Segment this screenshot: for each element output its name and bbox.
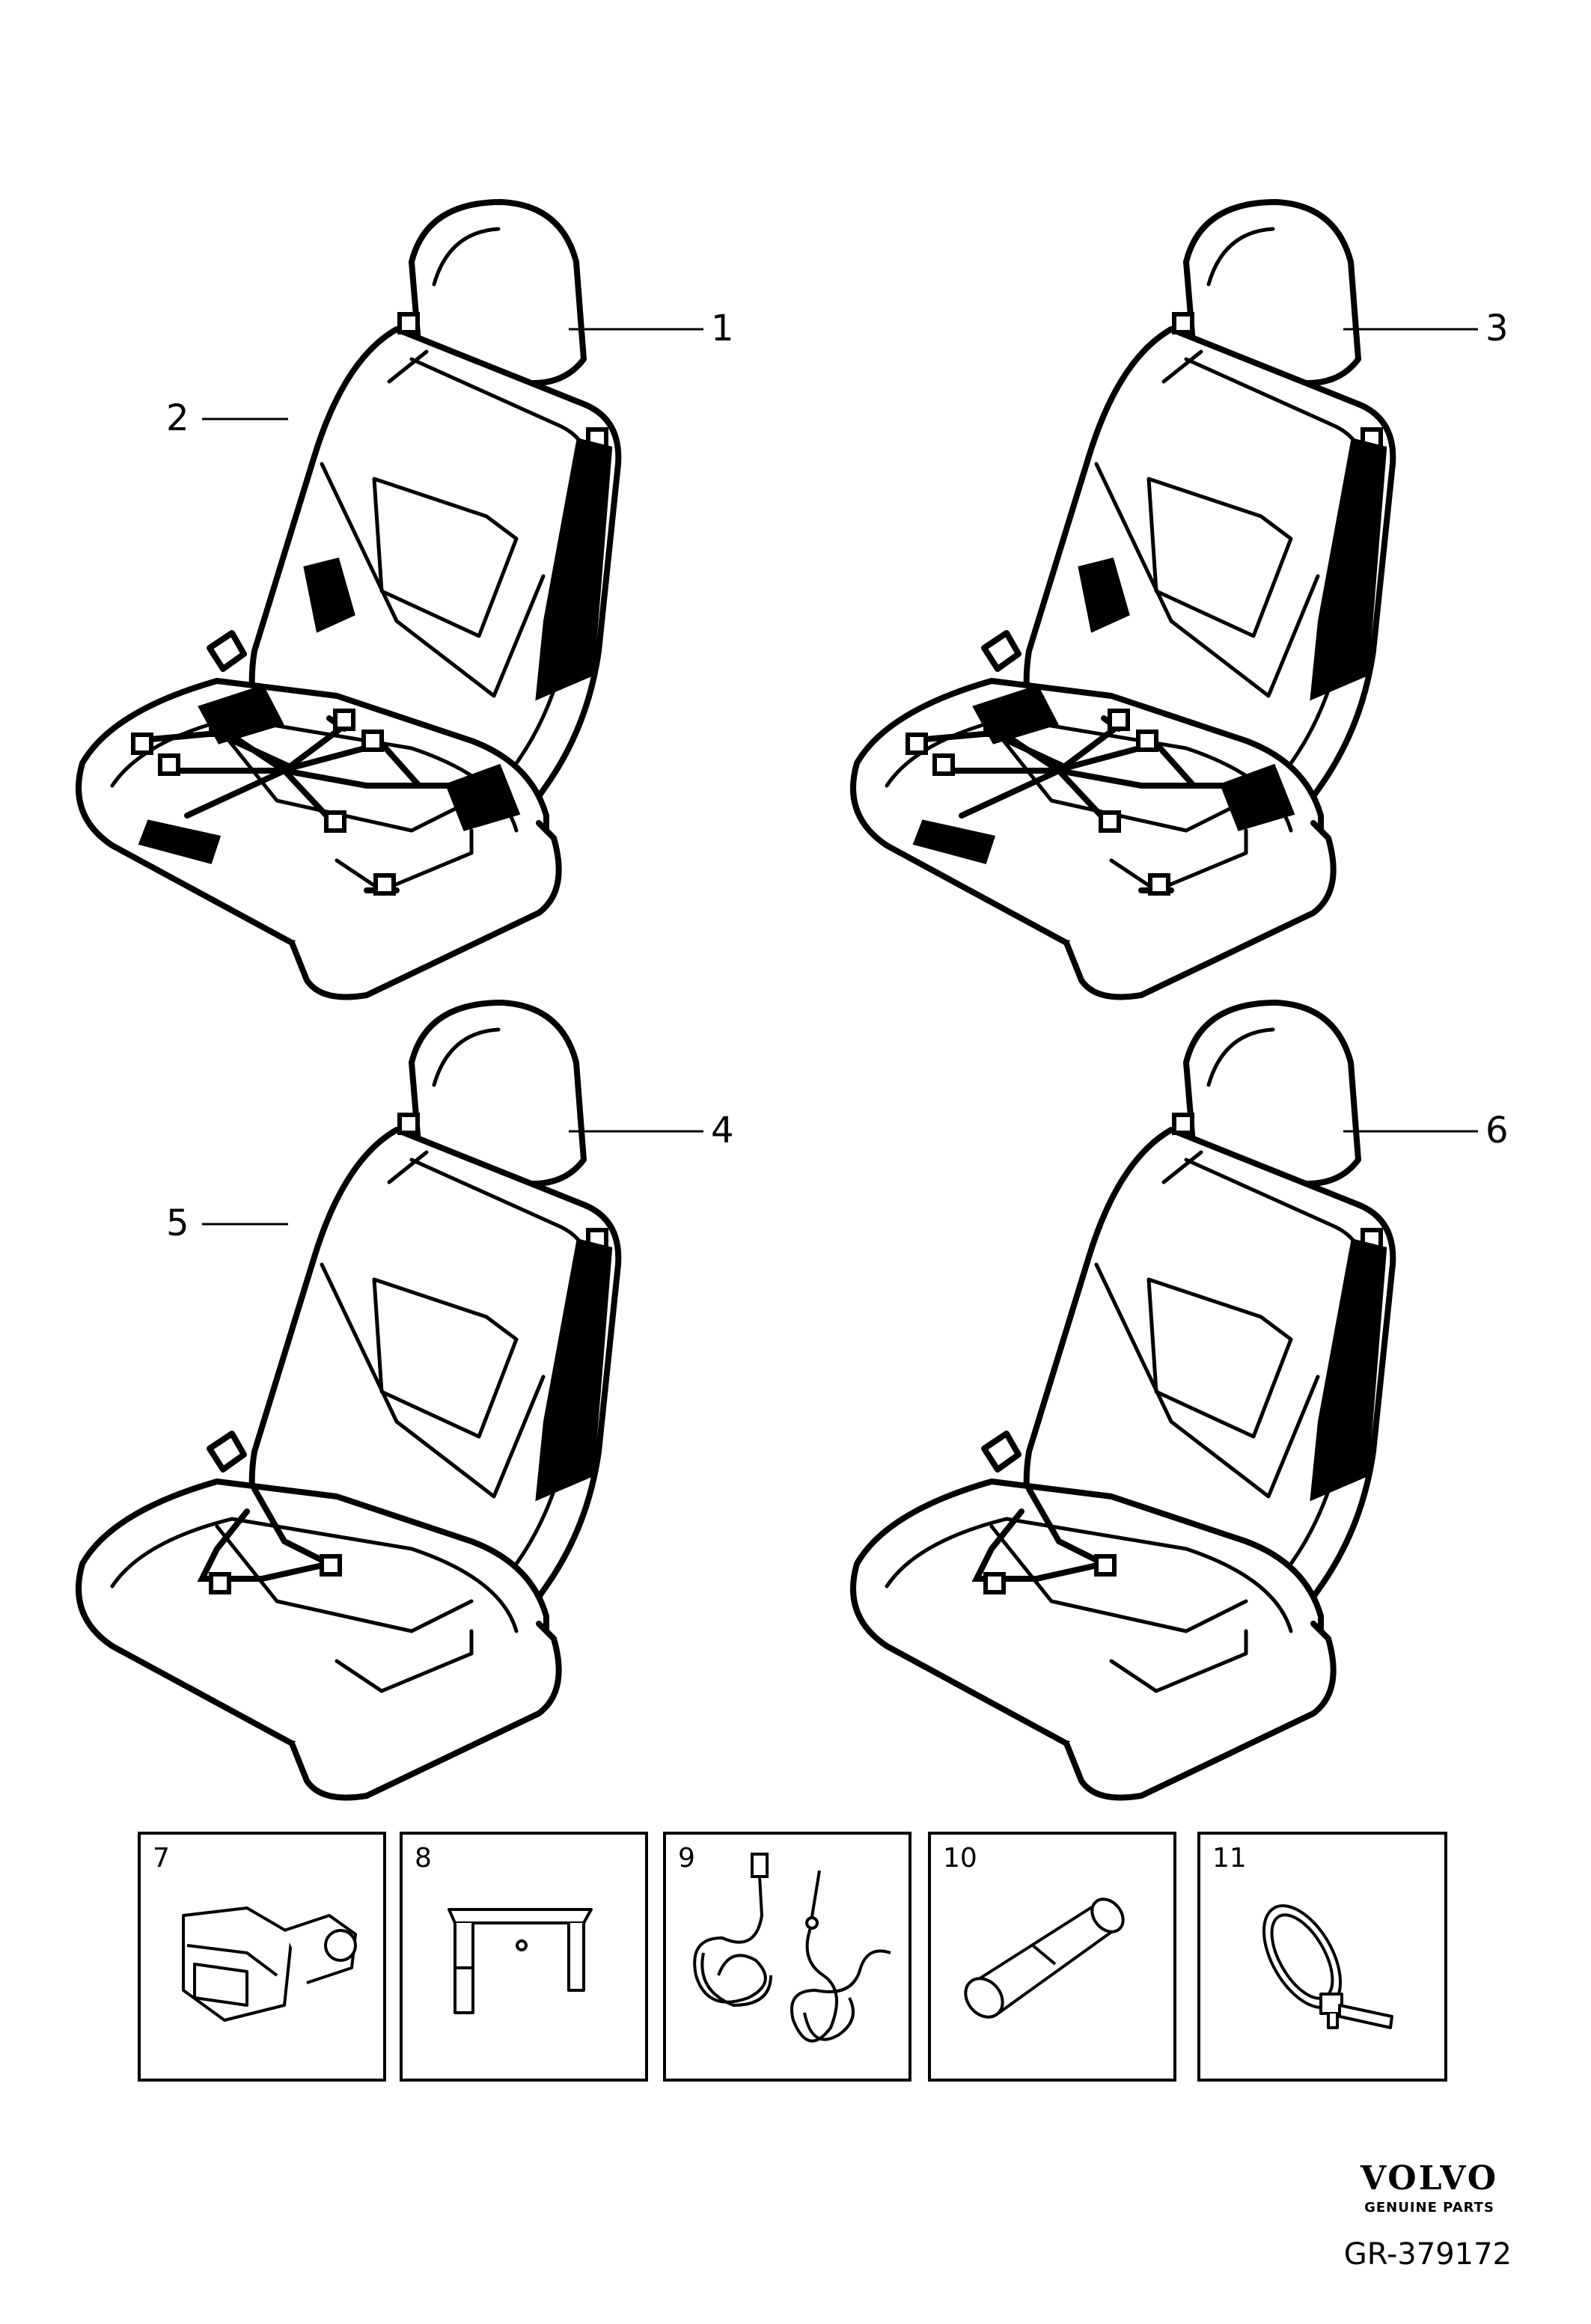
callout-6: 6 <box>1485 1110 1509 1152</box>
part-label-10: 10 <box>943 1843 977 1874</box>
part-label-9: 9 <box>678 1843 695 1874</box>
callout-2: 2 <box>166 397 189 439</box>
cable-icon <box>693 1853 891 2043</box>
callout-3: 3 <box>1485 308 1509 349</box>
part-label-7: 7 <box>153 1843 170 1874</box>
volvo-logo: VOLVO <box>1360 2159 1499 2198</box>
sleeve-icon <box>964 1898 1125 2019</box>
part-boxes <box>138 1832 1447 2082</box>
leader-lines <box>202 328 1478 1226</box>
cable-tie-icon <box>1262 1904 1393 2029</box>
seat-assembly-bottom-left <box>79 1003 618 1798</box>
part-label-8: 8 <box>415 1843 432 1874</box>
seat-assembly-bottom-right <box>853 1003 1393 1798</box>
brand-tagline: GENUINE PARTS <box>1364 2200 1494 2216</box>
seat-assembly-top-right <box>853 202 1393 997</box>
bracket-icon <box>448 1908 593 2014</box>
part-label-11: 11 <box>1212 1843 1247 1874</box>
callout-1: 1 <box>711 308 734 349</box>
seat-assembly-top-left <box>79 202 618 997</box>
figure-id: GR-379172 <box>1343 2237 1512 2272</box>
callout-4: 4 <box>711 1110 734 1152</box>
volvo-brand: VOLVO GENUINE PARTS <box>1340 2162 1519 2216</box>
callout-5: 5 <box>166 1202 189 1244</box>
connector-icon <box>182 1906 357 2022</box>
